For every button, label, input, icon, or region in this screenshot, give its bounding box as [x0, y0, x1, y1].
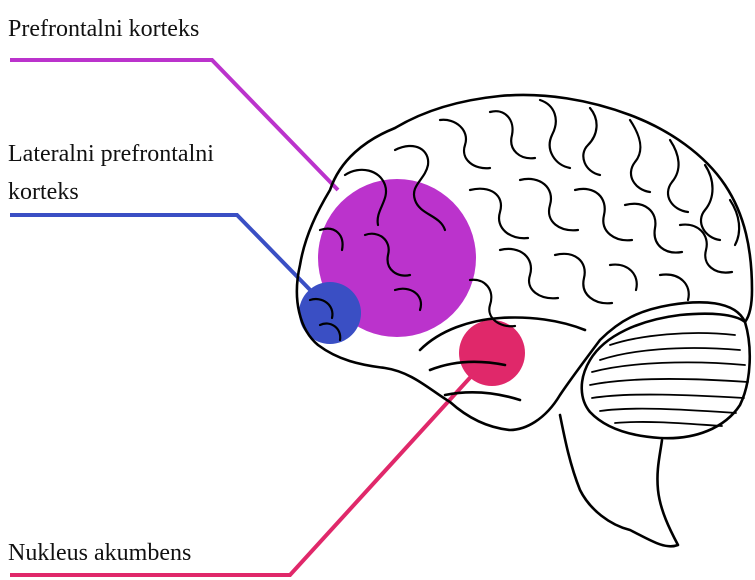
accumbens-leader-line [10, 370, 477, 575]
prefrontal-leader-line [10, 60, 338, 190]
lateral-leader-line [10, 215, 318, 298]
